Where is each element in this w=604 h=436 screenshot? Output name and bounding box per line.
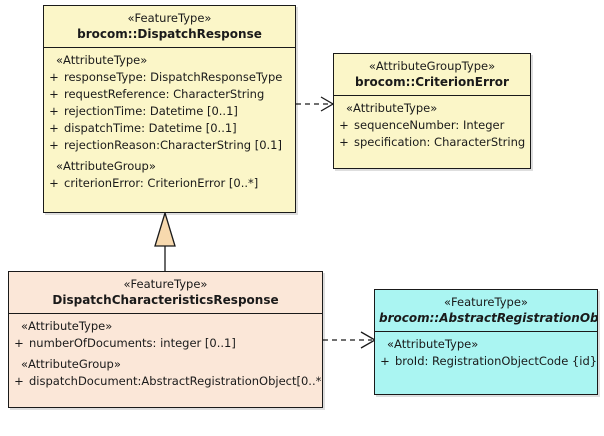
class-box-dispatch-response[interactable]: «FeatureType» brocom::DispatchResponse «… [43, 5, 296, 213]
attribute-visibility: + [49, 176, 59, 190]
attribute-visibility: + [49, 70, 59, 84]
class-attributes-dispatch-characteristics-response: «AttributeType» + numberOfDocuments: int… [9, 314, 322, 395]
attribute-group-label: «AttributeGroup» [21, 357, 121, 371]
attribute-text: requestReference: CharacterString [64, 87, 265, 101]
class-header-criterion-error: «AttributeGroupType» brocom::CriterionEr… [334, 54, 530, 96]
attribute-group-label: «AttributeGroup» [56, 159, 156, 173]
class-header-dispatch-response: «FeatureType» brocom::DispatchResponse [44, 6, 295, 48]
attribute-text: responseType: DispatchResponseType [64, 70, 283, 84]
class-box-abstract-registration-object[interactable]: «FeatureType» brocom::AbstractRegistrati… [374, 289, 598, 395]
attribute-group-label: «AttributeType» [56, 53, 148, 67]
attribute-visibility: + [14, 336, 24, 350]
attribute-text: specification: CharacterString [354, 135, 526, 149]
attribute-row[interactable]: + criterionError: CriterionError [0..*] [44, 175, 295, 192]
attribute-row[interactable]: + specification: CharacterString [334, 134, 530, 151]
class-name: brocom::DispatchResponse [77, 27, 262, 41]
class-stereotype: «FeatureType» [444, 295, 528, 309]
attribute-row[interactable]: + rejectionReason:CharacterString [0.1] [44, 137, 295, 154]
attribute-row[interactable]: + requestReference: CharacterString [44, 86, 295, 103]
attribute-text: broId: RegistrationObjectCode {id} [395, 354, 598, 368]
class-name: DispatchCharacteristicsResponse [52, 293, 279, 307]
attribute-row[interactable]: + dispatchDocument:AbstractRegistrationO… [9, 373, 322, 390]
attribute-text: numberOfDocuments: integer [0..1] [29, 336, 236, 350]
class-header-dispatch-characteristics-response: «FeatureType» DispatchCharacteristicsRes… [9, 272, 322, 314]
class-name: brocom::AbstractRegistrationObject [379, 311, 598, 325]
class-box-dispatch-characteristics-response[interactable]: «FeatureType» DispatchCharacteristicsRes… [8, 271, 323, 408]
attribute-text: dispatchDocument:AbstractRegistrationObj… [29, 374, 323, 388]
attribute-group-label: «AttributeType» [21, 319, 113, 333]
attribute-text: criterionError: CriterionError [0..*] [64, 176, 259, 190]
attribute-text: rejectionTime: Datetime [0..1] [64, 104, 238, 118]
attribute-row[interactable]: + numberOfDocuments: integer [0..1] [9, 335, 322, 352]
attribute-row[interactable]: + broId: RegistrationObjectCode {id} [375, 353, 597, 370]
attribute-visibility: + [49, 104, 59, 118]
class-name: brocom::CriterionError [355, 75, 509, 89]
class-attributes-abstract-registration-object: «AttributeType» + broId: RegistrationObj… [375, 332, 597, 375]
attribute-text: rejectionReason:CharacterString [0.1] [64, 138, 282, 152]
attribute-visibility: + [49, 121, 59, 135]
attribute-text: dispatchTime: Datetime [0..1] [64, 121, 237, 135]
attribute-visibility: + [380, 354, 390, 368]
class-attributes-criterion-error: «AttributeType» + sequenceNumber: Intege… [334, 96, 530, 156]
attribute-row[interactable]: + responseType: DispatchResponseType [44, 69, 295, 86]
class-attributes-dispatch-response: «AttributeType» + responseType: Dispatch… [44, 48, 295, 197]
attribute-group-label: «AttributeType» [346, 101, 438, 115]
connector-dependency-registration-object [323, 331, 377, 349]
attribute-row[interactable]: + dispatchTime: Datetime [0..1] [44, 120, 295, 137]
connector-dependency-criterion-error [296, 96, 335, 112]
attribute-row[interactable]: + rejectionTime: Datetime [0..1] [44, 103, 295, 120]
attribute-visibility: + [339, 135, 349, 149]
attribute-visibility: + [14, 374, 24, 388]
class-stereotype: «FeatureType» [123, 277, 208, 291]
class-stereotype: «AttributeGroupType» [368, 59, 496, 73]
attribute-visibility: + [339, 118, 349, 132]
class-stereotype: «FeatureType» [127, 11, 212, 25]
attribute-visibility: + [49, 138, 59, 152]
class-header-abstract-registration-object: «FeatureType» brocom::AbstractRegistrati… [375, 290, 597, 332]
attribute-visibility: + [49, 87, 59, 101]
attribute-group-label: «AttributeType» [387, 337, 479, 351]
class-box-criterion-error[interactable]: «AttributeGroupType» brocom::CriterionEr… [333, 53, 531, 169]
attribute-row[interactable]: + sequenceNumber: Integer [334, 117, 530, 134]
connector-generalization-dispatch [154, 210, 176, 271]
attribute-text: sequenceNumber: Integer [354, 118, 505, 132]
